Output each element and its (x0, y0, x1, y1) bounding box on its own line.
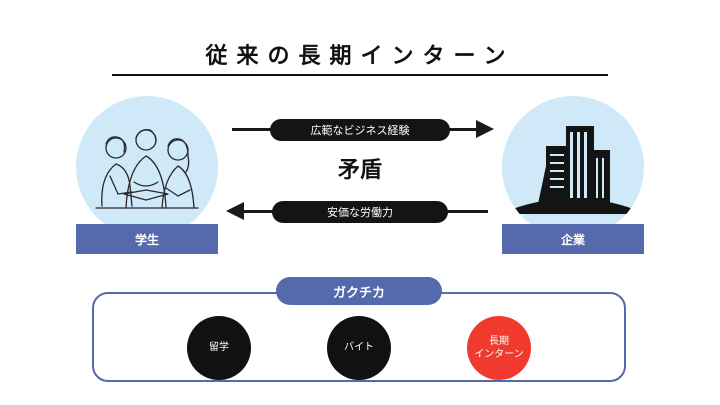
company-label: 企業 (502, 224, 644, 254)
gakuchika-item-label: 留学 (209, 342, 229, 354)
arrow-right-icon (476, 120, 494, 138)
gakuchika-item-label: バイト (344, 342, 374, 354)
page-title: 従来の長期インターン (205, 44, 515, 69)
gakuchika-item-part-time: バイト (327, 316, 391, 380)
arrow-left-icon (226, 202, 244, 220)
to-company-pill: 広範なビジネス経験 (270, 119, 450, 141)
gakuchika-item-study-abroad: 留学 (187, 316, 251, 380)
gakuchika-item-label-line2: インターン (474, 349, 524, 360)
gakuchika-item-label-line1: 長期 (489, 335, 509, 347)
gakuchika-item-long-internship: 長期 インターン (467, 316, 531, 380)
company-circle (502, 96, 644, 238)
office-building-illustration-icon (507, 126, 639, 217)
gakuchika-header: ガクチカ (276, 277, 442, 305)
title-underline (112, 74, 608, 76)
student-label: 学生 (76, 224, 218, 254)
to-student-pill: 安価な労働力 (272, 201, 448, 223)
student-circle (76, 96, 218, 238)
contradiction-label: 矛盾 (337, 158, 382, 183)
students-studying-illustration-icon (95, 129, 199, 209)
